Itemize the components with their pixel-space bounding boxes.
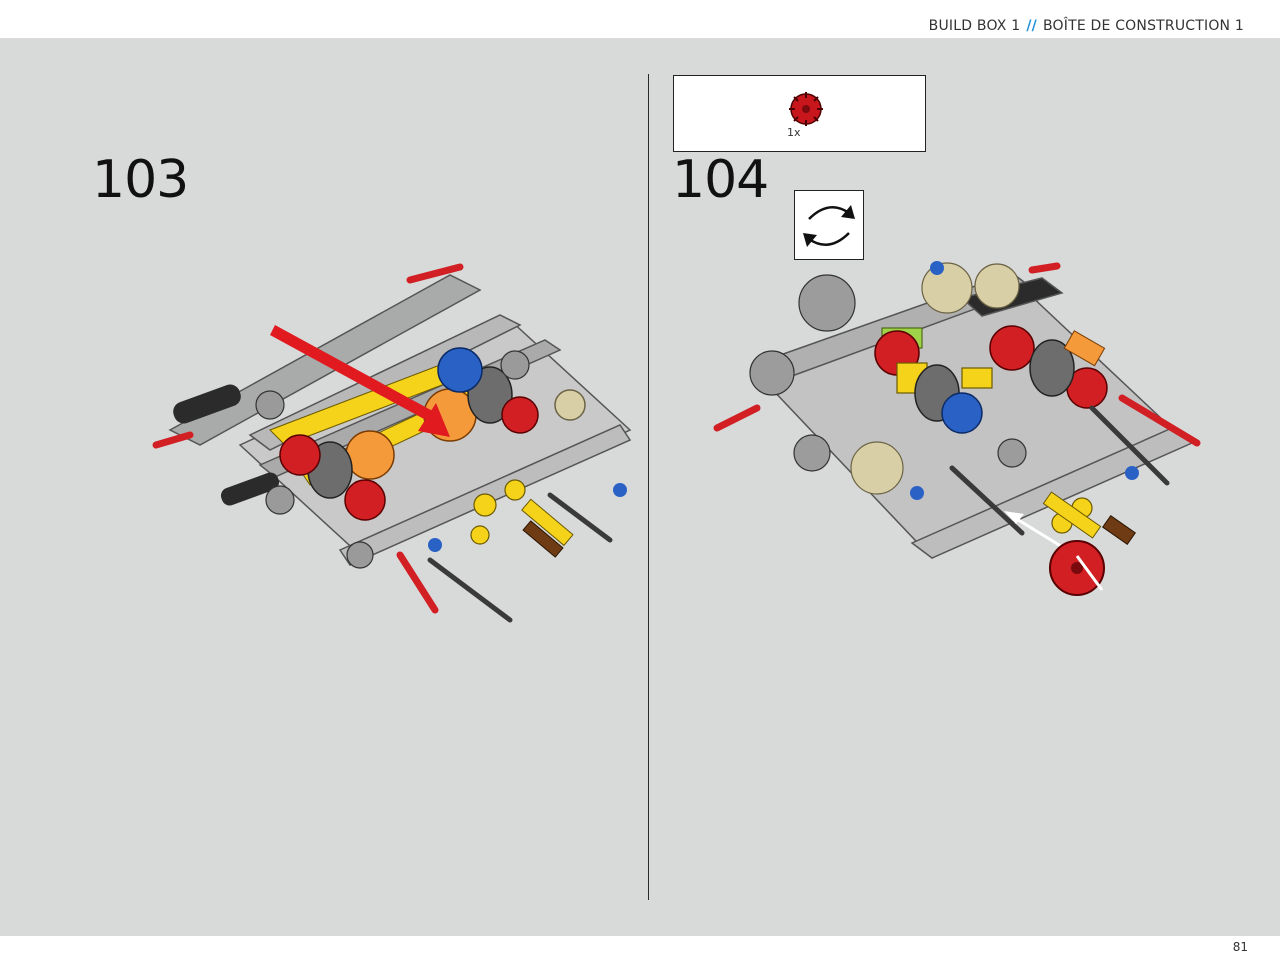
step-number-103: 103 <box>92 150 189 210</box>
red-gear-icon <box>789 92 823 126</box>
header-title: BUILD BOX 1 // BOÎTE DE CONSTRUCTION 1 <box>929 18 1244 34</box>
page-header: BUILD BOX 1 // BOÎTE DE CONSTRUCTION 1 <box>0 0 1280 38</box>
header-right-label: BOÎTE DE CONSTRUCTION 1 <box>1042 18 1244 34</box>
assembly-illustration-104 <box>713 261 1201 596</box>
header-separator: // <box>1026 18 1037 34</box>
rotate-model-icon <box>803 205 855 247</box>
rotate-model-callout <box>794 190 864 260</box>
assembly-illustration-103 <box>152 263 632 623</box>
step-number-104: 104 <box>672 150 769 210</box>
header-left-label: BUILD BOX 1 <box>928 18 1021 34</box>
part-quantity: 1x <box>787 126 801 139</box>
page-number: 81 <box>1232 940 1248 954</box>
parts-callout: 1x <box>673 75 926 152</box>
page-footer: 81 <box>0 936 1280 974</box>
step-divider <box>648 74 649 900</box>
